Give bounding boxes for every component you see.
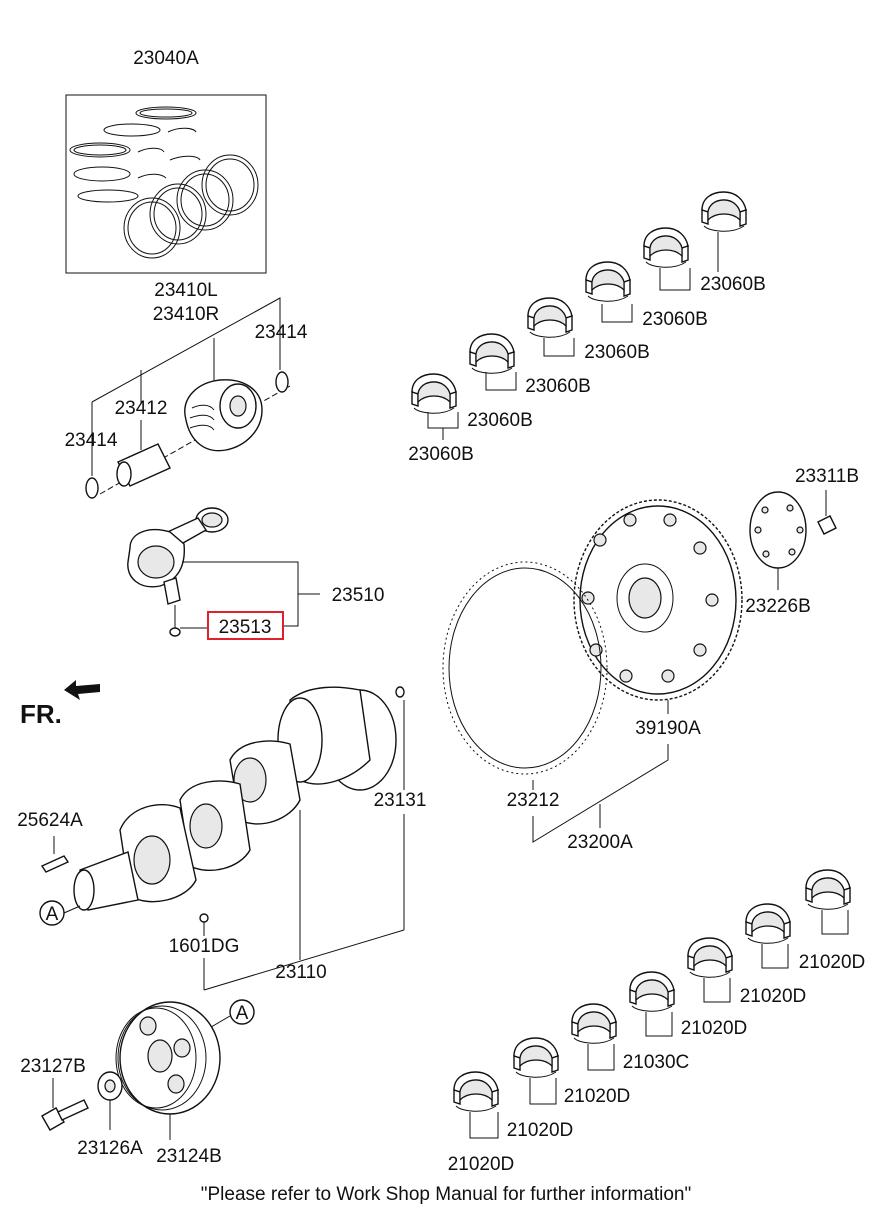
bearing-lower-6[interactable] [745,903,791,944]
bearing-upper-2[interactable] [469,333,515,374]
snap-ring-left[interactable] [85,477,99,499]
label-piston-l[interactable]: 23410L [154,280,217,301]
label-bearing-upper-6[interactable]: 23060B [700,274,766,295]
footer-note: "Please refer to Work Shop Manual for fu… [201,1184,691,1205]
label-bearing-upper-2[interactable]: 23060B [467,410,533,431]
piston-pin[interactable] [116,443,171,487]
bearing-lower-1[interactable] [453,1071,499,1112]
label-conrod-bolt[interactable]: 23513 [219,617,272,638]
spacer-plate[interactable] [749,491,807,569]
connecting-rod[interactable] [127,507,229,605]
piston-ring-set[interactable] [65,94,267,274]
label-plug[interactable]: 1601DG [169,936,240,957]
plug[interactable] [199,913,209,923]
pulley-washer[interactable] [97,1071,123,1101]
bearing-upper-5[interactable] [643,227,689,268]
connecting-rod-bolt[interactable] [169,605,181,637]
bearing-upper-1[interactable] [411,373,457,414]
label-drive-plate[interactable]: 39190A [635,718,701,739]
bearing-upper-4[interactable] [585,261,631,302]
marker-a-pulley: A [229,999,255,1025]
label-bearing-lower-2[interactable]: 21020D [507,1120,574,1141]
label-flywheel-bolt[interactable]: 23311B [795,466,859,487]
bearing-lower-2[interactable] [513,1037,559,1078]
label-bearing-lower-1[interactable]: 21020D [448,1154,515,1175]
marker-a-left: A [39,900,65,926]
label-ring-set[interactable]: 23040A [133,48,199,69]
crankshaft[interactable] [73,686,397,911]
label-key[interactable]: 25624A [17,810,83,831]
highlight-box [207,611,284,640]
label-bearing-lower-7[interactable]: 21020D [799,952,866,973]
crankshaft-key[interactable] [40,855,70,873]
label-bearing-lower-5[interactable]: 21020D [681,1018,748,1039]
label-bearing-upper-5[interactable]: 23060B [642,309,708,330]
bearing-lower-5[interactable] [687,937,733,978]
label-pulley-bolt[interactable]: 23127B [20,1056,86,1077]
label-washer[interactable]: 23126A [77,1138,143,1159]
ring-gear[interactable] [442,561,608,775]
label-bearing-upper-1[interactable]: 23060B [408,444,474,465]
label-piston-pin[interactable]: 23412 [115,398,168,419]
label-front: FR. [20,699,62,729]
drive-plate[interactable] [573,499,743,701]
label-bearing-lower-3[interactable]: 21020D [564,1086,631,1107]
flywheel-bolt[interactable] [817,490,837,535]
label-bearing-lower-6[interactable]: 21020D [740,986,807,1007]
label-drive-plate-assy[interactable]: 23200A [567,832,633,853]
label-pulley[interactable]: 23124B [156,1146,222,1167]
svg-text:A: A [236,1003,249,1024]
bearing-upper-6[interactable] [701,191,747,232]
crank-pin[interactable] [395,686,405,698]
label-snap-ring-right[interactable]: 23414 [255,322,308,343]
label-piston-r[interactable]: 23410R [153,304,220,325]
label-crankshaft[interactable]: 23110 [275,962,326,983]
label-ring-gear[interactable]: 23212 [507,790,560,811]
bearing-lower-3[interactable] [571,1003,617,1044]
label-bearing-upper-4[interactable]: 23060B [584,342,650,363]
svg-text:A: A [46,904,59,925]
crankshaft-pulley[interactable] [115,1001,221,1115]
snap-ring-right[interactable] [275,371,289,393]
pulley-bolt[interactable] [41,1099,89,1131]
label-crank-pin[interactable]: 23131 [374,790,427,811]
bearing-lower-4[interactable] [629,971,675,1012]
front-arrow-icon [64,680,100,700]
label-bearing-lower-4[interactable]: 21030C [623,1052,690,1073]
bearing-lower-7[interactable] [805,869,851,910]
bearing-upper-3[interactable] [527,297,573,338]
label-conrod[interactable]: 23510 [332,585,385,606]
label-spacer[interactable]: 23226B [745,596,811,617]
label-snap-ring-left[interactable]: 23414 [65,430,118,451]
label-bearing-upper-3[interactable]: 23060B [525,376,591,397]
piston[interactable] [184,379,263,452]
